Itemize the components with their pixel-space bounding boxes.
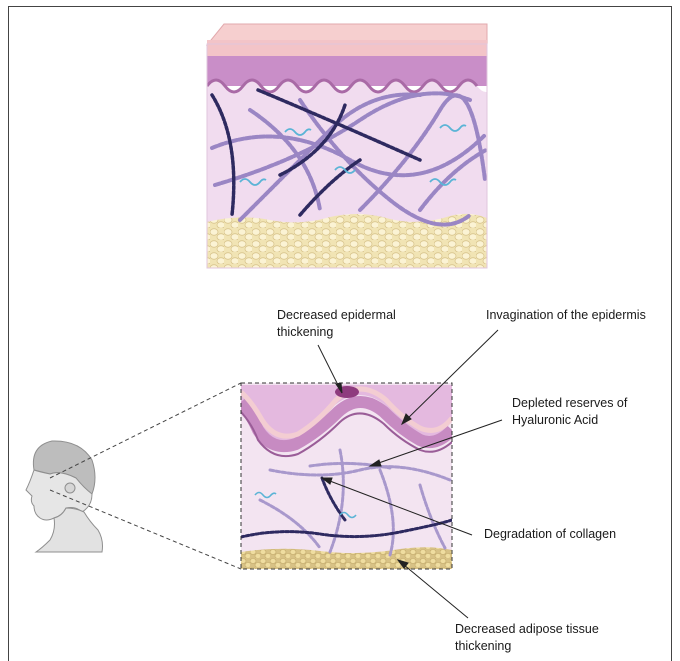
- stratum-corneum-layer: [207, 40, 487, 56]
- young-skin-block: [207, 24, 495, 268]
- label-decreased-adipose-tissue: Decreased adipose tissue thickening: [455, 621, 599, 655]
- aged-skin-block: [241, 383, 452, 569]
- zoom-line-top: [50, 383, 241, 478]
- label-depleted-hyaluronic-acid: Depleted reserves of Hyaluronic Acid: [512, 395, 627, 429]
- label-degradation-of-collagen: Degradation of collagen: [484, 526, 616, 543]
- adipose-layer: [207, 214, 487, 268]
- label-decreased-epidermal-thickening: Decreased epidermal thickening: [277, 307, 396, 341]
- label-invagination-of-epidermis: Invagination of the epidermis: [486, 307, 646, 324]
- ear-icon: [65, 483, 75, 493]
